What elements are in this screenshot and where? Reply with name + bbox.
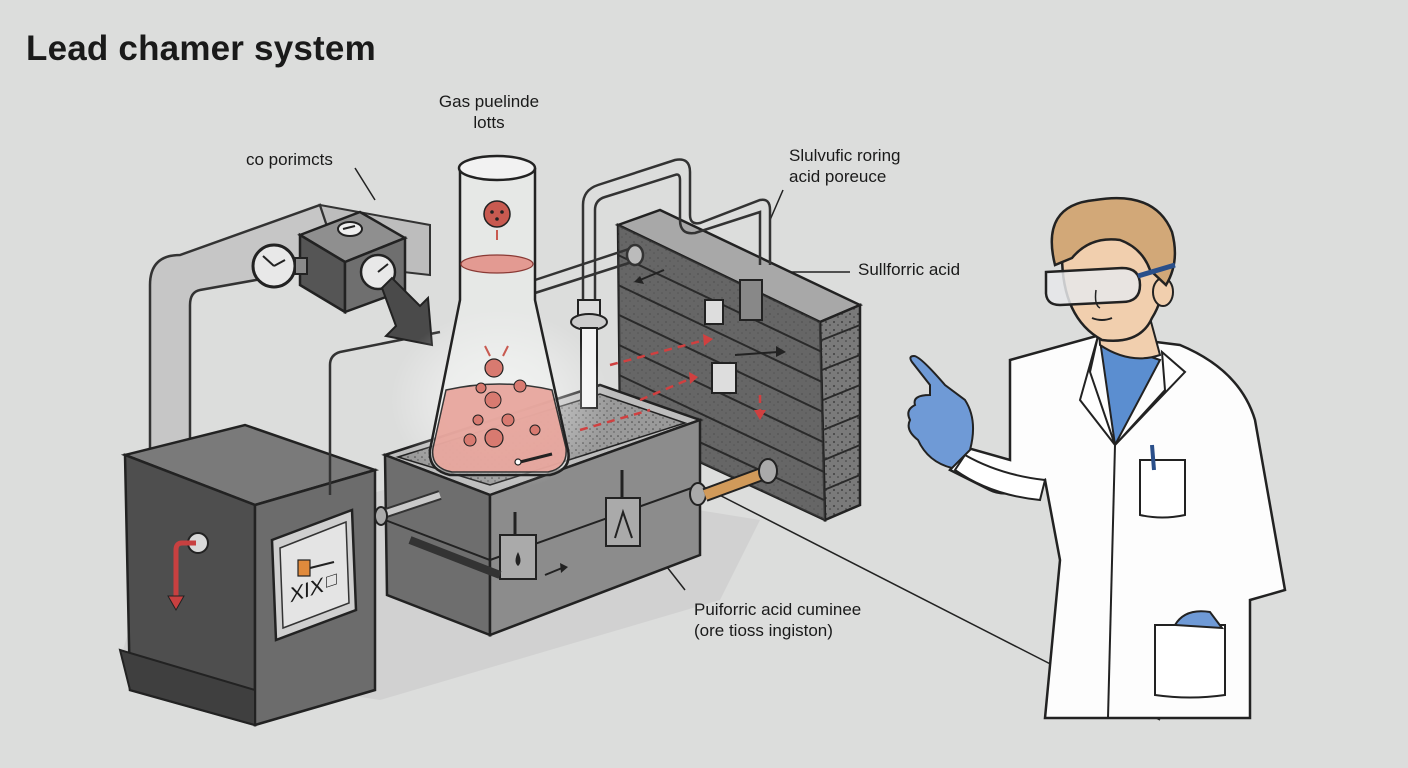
label-gas-pipeline-line2: lotts	[473, 112, 505, 132]
scientist	[907, 196, 1287, 720]
label-puiforric-acid: Puiforric acid cuminee (ore tioss ingist…	[694, 600, 861, 641]
label-sulfuric-roring-line1: Slulvufic roring	[789, 146, 901, 165]
label-gas-pipeline: Gas puelinde lotts	[414, 92, 564, 133]
furnace-cabinet	[118, 423, 380, 727]
label-sulfuric-roring: Slulvufic roring acid poreuce	[789, 146, 901, 187]
label-gas-pipeline-line1: Gas puelinde	[438, 92, 540, 111]
flow-arrows	[579, 338, 762, 432]
label-sulfforric-acid: Sullforric acid	[858, 260, 961, 279]
pressure-gauge-icon	[251, 243, 308, 289]
goggles-icon	[1044, 262, 1176, 307]
pressure-gauge-icon	[359, 253, 397, 291]
thin-pipe	[328, 330, 441, 495]
label-sulfuric-roring-line2: acid poreuce	[789, 166, 887, 186]
conical-flask	[390, 154, 610, 490]
drop-icon	[515, 552, 521, 566]
panel-indicator: □	[326, 568, 337, 592]
gauge-box	[251, 210, 434, 347]
label-puiforric-line2: (ore tioss ingiston)	[694, 620, 833, 640]
control-panel	[270, 508, 358, 642]
label-co-products: co porimcts	[246, 150, 333, 169]
diagram-title: Lead chamer system	[26, 29, 376, 68]
overhead-pipes	[534, 158, 772, 300]
label-puiforric-line1: Puiforric acid cuminee	[694, 600, 862, 619]
arrow-down-icon	[167, 532, 209, 612]
